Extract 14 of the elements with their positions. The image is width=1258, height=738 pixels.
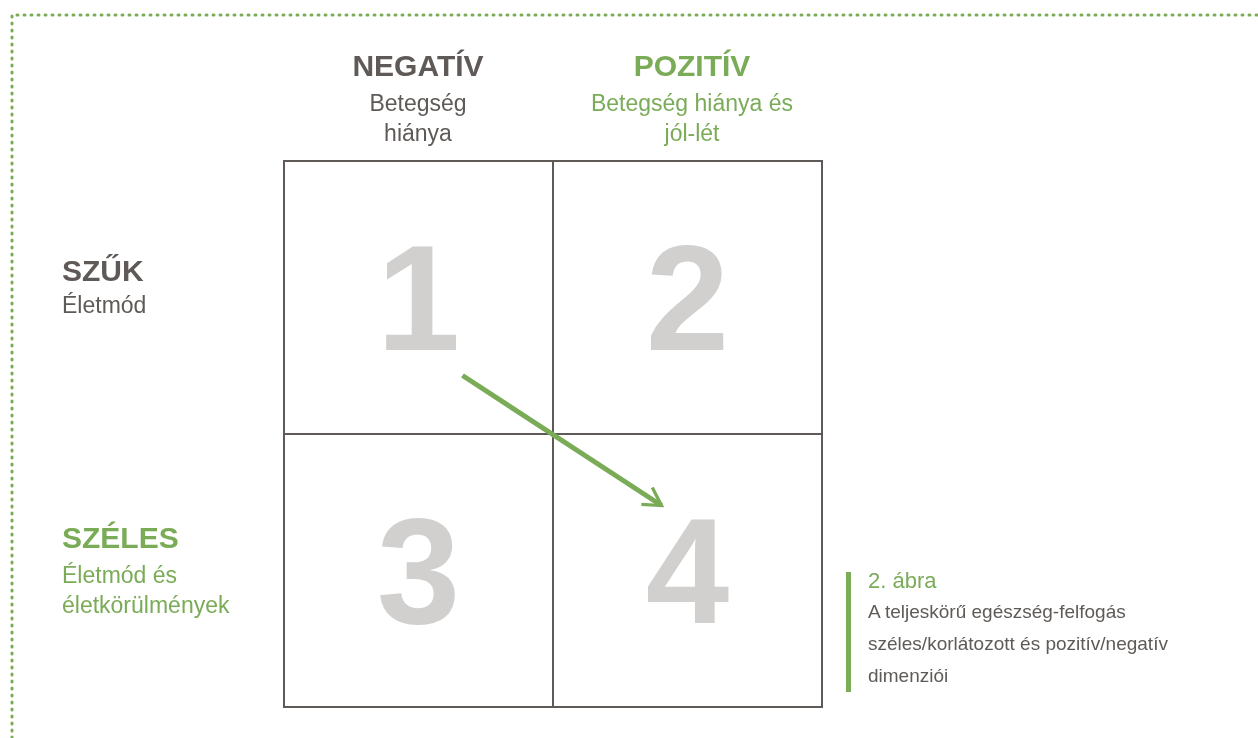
column-heading: SZÉLES bbox=[62, 520, 180, 556]
quadrant-cell bbox=[283, 160, 554, 435]
figure-caption: A teljeskörű egészség-felfogás széles/korlátozott és pozitív/negatív dimenziói bbox=[868, 600, 1169, 688]
heading-subtitle: Életmód és életkörülmények bbox=[62, 561, 231, 620]
quadrant-cell bbox=[552, 433, 823, 708]
heading-subtitle: Betegség hiánya bbox=[368, 89, 468, 148]
column-heading: NEGATÍV bbox=[351, 48, 485, 84]
quadrant-cell bbox=[552, 160, 823, 435]
column-heading: POZITÍV bbox=[632, 48, 752, 84]
quadrant-cell bbox=[283, 433, 554, 708]
heading-subtitle: Életmód bbox=[62, 291, 148, 320]
figure-number: 2. ábra bbox=[868, 567, 938, 595]
column-heading: SZŰK bbox=[62, 253, 145, 289]
heading-subtitle: Betegség hiánya és jól-lét bbox=[589, 89, 794, 148]
